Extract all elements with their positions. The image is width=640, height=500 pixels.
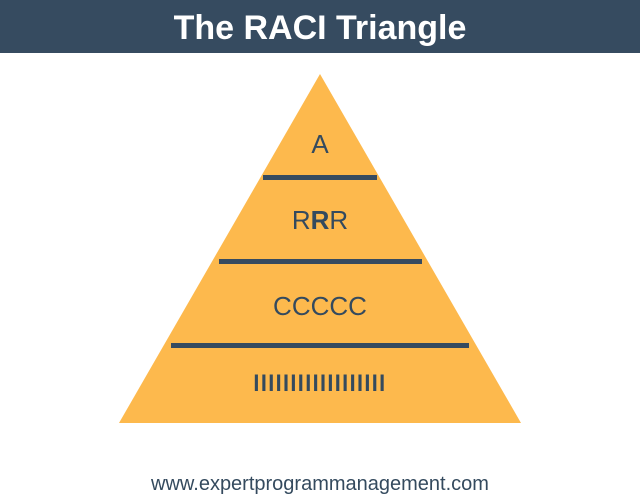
tier-r-text-1: R [291,205,311,235]
website-url: www.expertprogrammanagement.com [151,473,489,495]
divider-accountable-responsible [263,175,377,180]
tier-c-text: CCCCC [273,291,367,321]
divider-consulted-informed [171,343,469,348]
title-banner: The RACI Triangle [0,0,640,53]
tier-responsible-label: RRR [0,207,640,233]
divider-responsible-consulted [219,259,422,264]
tier-informed-label: IIIIIIIIIIIIIIIIII [32,372,608,396]
tier-accountable-label: A [0,131,640,157]
tier-a-text: A [311,129,329,159]
tier-r-text-3: R [329,205,349,235]
page-title: The RACI Triangle [173,8,467,47]
tier-consulted-label: CCCCC [0,293,640,319]
tier-r-text-bold: R [310,205,330,235]
triangle-shape [119,74,521,423]
tier-i-text: IIIIIIIIIIIIIIIIII [253,370,387,397]
